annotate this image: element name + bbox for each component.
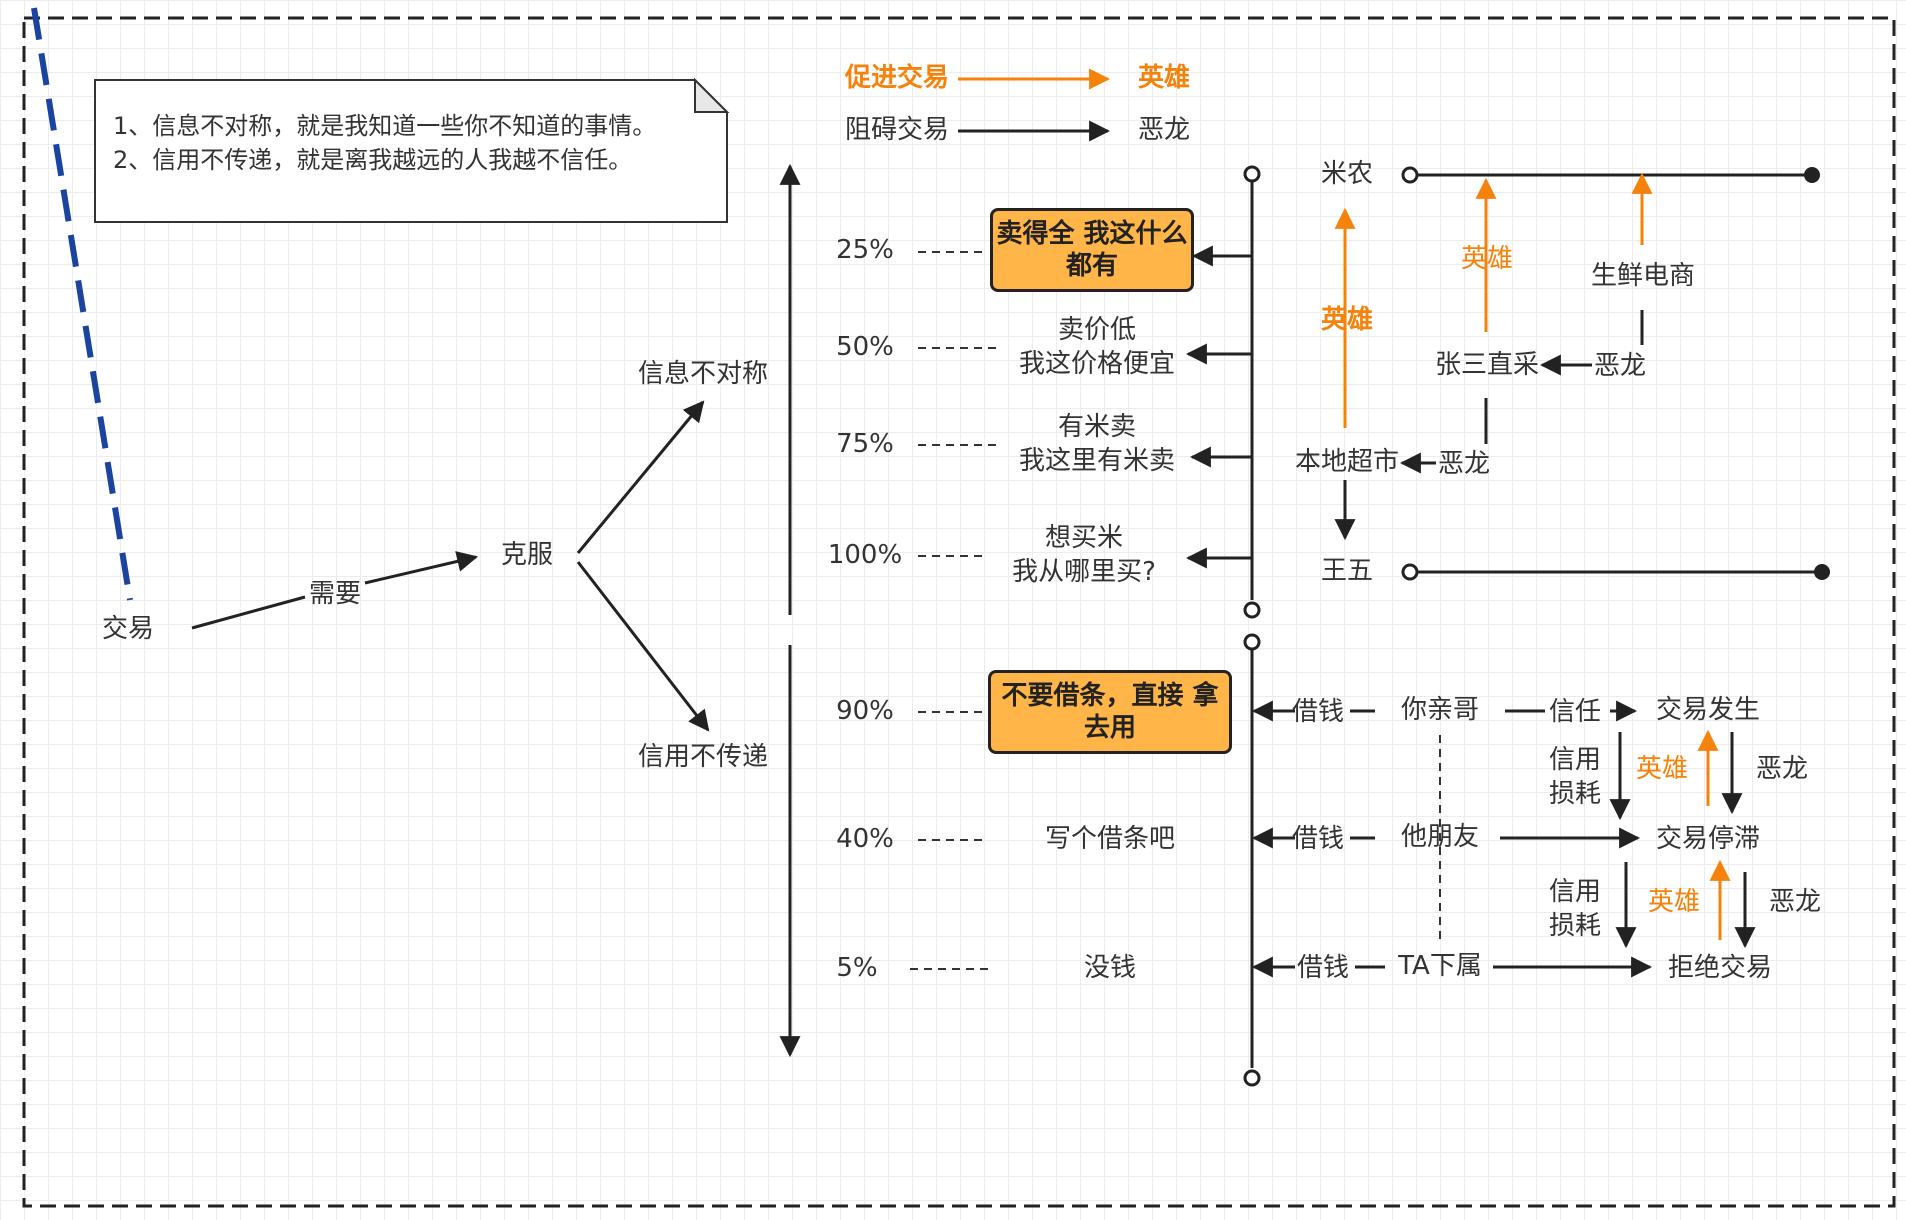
need-to-overcome-arrow — [364, 551, 479, 585]
level-40-text: 写个借条吧 — [1044, 824, 1176, 855]
level-75-text: 有米卖 我这里有米卖 — [1018, 412, 1176, 476]
right-axis-lower-bottom-node — [1243, 1069, 1261, 1087]
level-100-pct: 100% — [827, 540, 903, 571]
note-box: 1、信息不对称，就是我知道一些你不知道的事情。 2、信用不传递，就是离我越远的人… — [95, 80, 727, 222]
brother-borrow-label: 借钱 — [1291, 697, 1345, 728]
level-50-pct: 50% — [836, 332, 894, 363]
legend-promote-label: 促进交易 — [844, 63, 950, 94]
deal-happen-label: 交易发生 — [1655, 695, 1761, 726]
credit-hero-1-label: 英雄 — [1635, 754, 1689, 785]
ecom-dragon-label: 恶龙 — [1593, 351, 1647, 382]
blue-dashed-line — [31, 7, 133, 601]
legend-hinder-label: 阻碍交易 — [844, 115, 950, 146]
level-90-pct: 90% — [836, 696, 894, 727]
wangwu-label: 王五 — [1320, 556, 1374, 587]
credit-loss-2-label: 信用 损耗 — [1548, 877, 1602, 941]
level-25-box: 卖得全 我这什么都有 — [990, 208, 1194, 292]
zhangsan-hero-label: 英雄 — [1460, 244, 1514, 275]
market-hero-label: 英雄 — [1320, 305, 1374, 336]
overcome-to-credit-arrow — [576, 561, 710, 732]
farmer-label: 米农 — [1320, 159, 1374, 190]
friend-borrow-label: 借钱 — [1291, 824, 1345, 855]
credit-loss-1-label: 信用 损耗 — [1548, 745, 1602, 809]
overcome-label: 克服 — [500, 540, 554, 571]
trade-to-overcome-arrow — [191, 595, 306, 630]
wangwu-line-start — [1401, 563, 1419, 581]
trust-label: 信任 — [1548, 697, 1602, 728]
deal-stall-label: 交易停滞 — [1655, 824, 1761, 855]
zhangsan-dragon-label: 恶龙 — [1437, 449, 1491, 480]
note-box-outline — [94, 79, 728, 223]
credit-dragon-1-label: 恶龙 — [1755, 754, 1809, 785]
sub-borrow-label: 借钱 — [1296, 953, 1350, 984]
subordinate-label: TA下属 — [1398, 951, 1482, 982]
level-90-box: 不要借条，直接 拿去用 — [988, 670, 1232, 754]
note-line-2: 2、信用不传递，就是离我越远的人我越不信任。 — [113, 145, 633, 174]
credit-dragon-2-label: 恶龙 — [1768, 887, 1822, 918]
level-40-pct: 40% — [836, 824, 894, 855]
overcome-to-info-arrow — [576, 400, 705, 554]
level-75-pct: 75% — [836, 429, 894, 460]
deal-reject-label: 拒绝交易 — [1667, 953, 1773, 984]
friend-label: 他朋友 — [1400, 822, 1480, 853]
right-axis-upper-top-node — [1243, 165, 1261, 183]
need-label: 需要 — [308, 579, 362, 610]
level-50-text: 卖价低 我这价格便宜 — [1018, 315, 1176, 379]
right-axis-lower-top-node — [1243, 633, 1261, 651]
note-line-1: 1、信息不对称，就是我知道一些你不知道的事情。 — [113, 112, 657, 140]
right-axis-upper-bottom-node — [1243, 601, 1261, 619]
trade-label: 交易 — [101, 614, 155, 645]
legend-hero-label: 英雄 — [1137, 63, 1191, 94]
wangwu-line-end — [1814, 564, 1830, 580]
local-market-label: 本地超市 — [1294, 447, 1400, 478]
info-asymmetry-label: 信息不对称 — [637, 359, 769, 390]
farmer-line-end — [1804, 167, 1820, 183]
legend-dragon-label: 恶龙 — [1137, 115, 1191, 146]
credit-hero-2-label: 英雄 — [1647, 887, 1701, 918]
level-5-pct: 5% — [836, 953, 878, 984]
level-5-text: 没钱 — [1083, 953, 1137, 984]
zhangsan-label: 张三直采 — [1434, 350, 1540, 381]
fresh-ecom-label: 生鲜电商 — [1590, 261, 1696, 292]
note-fold-corner — [694, 77, 730, 113]
outer-dashed-frame — [22, 16, 1896, 1208]
brother-label: 你亲哥 — [1400, 695, 1480, 726]
farmer-line-start — [1401, 166, 1419, 184]
level-100-text: 想买米 我从哪里买? — [1012, 523, 1156, 587]
level-25-pct: 25% — [836, 235, 894, 266]
credit-not-transfer-label: 信用不传递 — [637, 742, 769, 773]
